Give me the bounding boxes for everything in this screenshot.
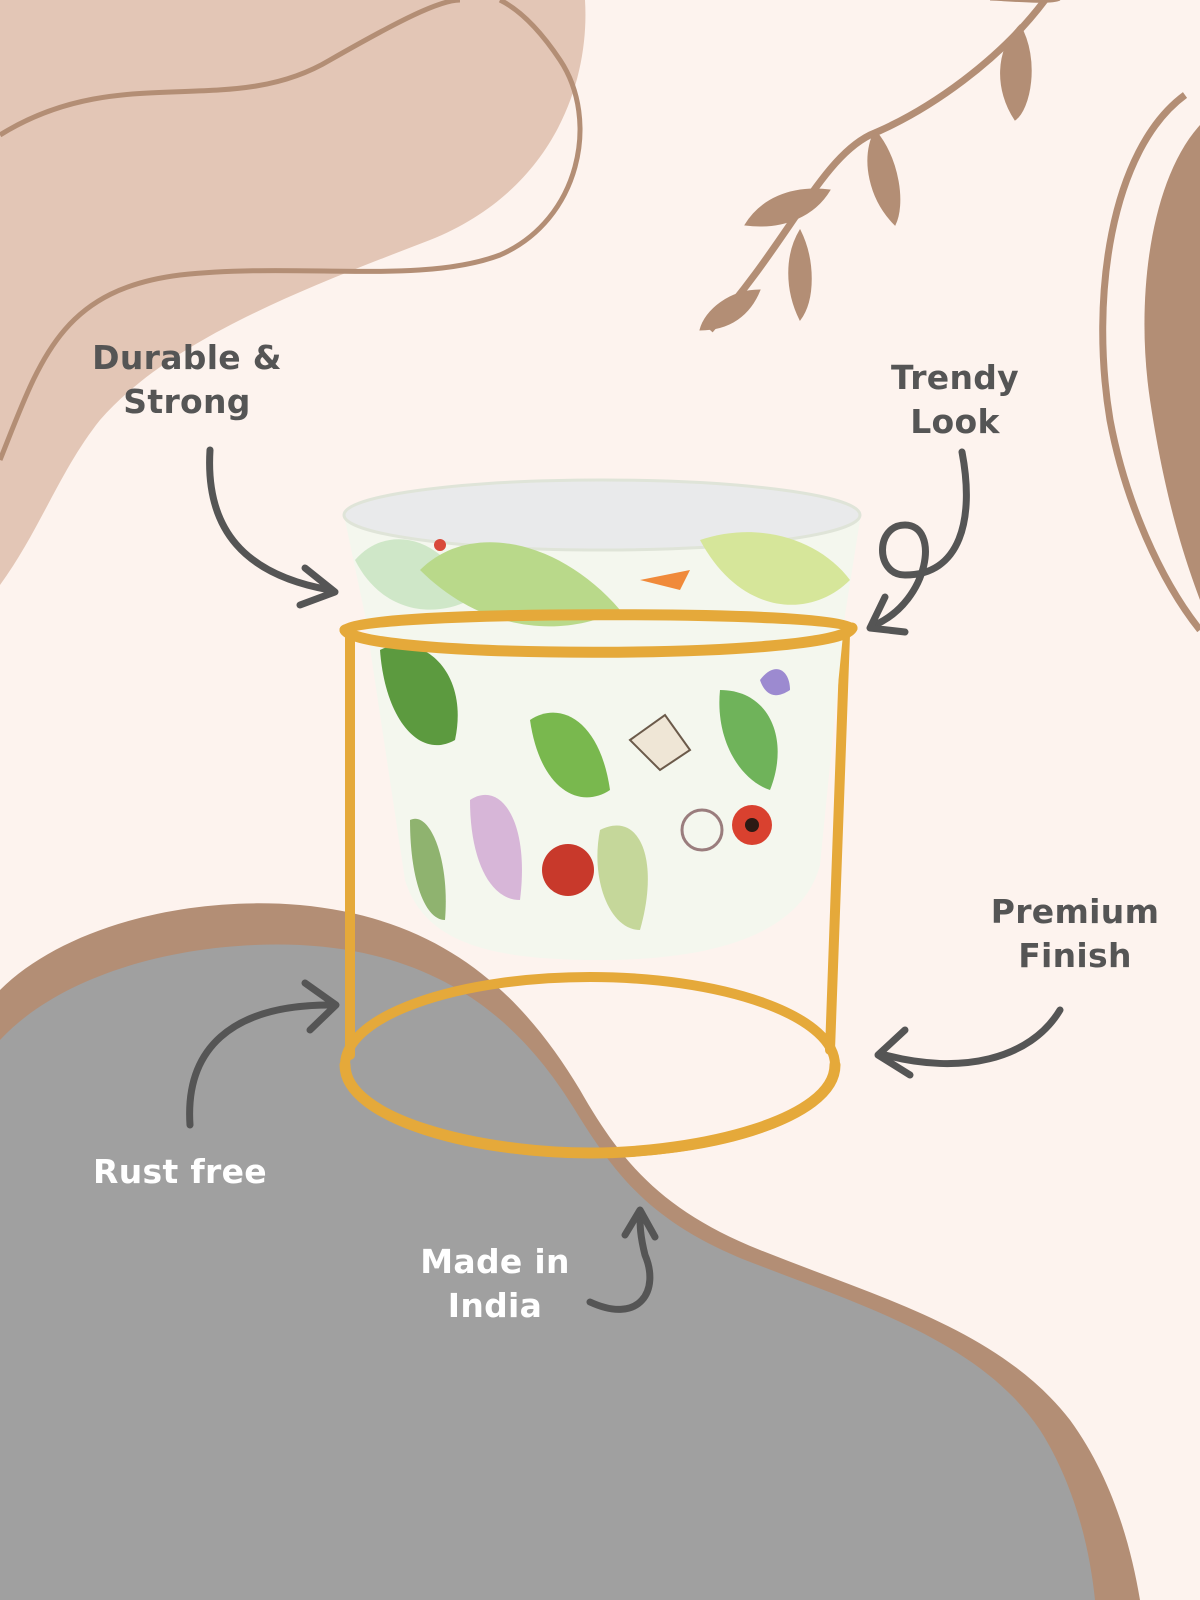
feature-made-in-line-1: Made in <box>420 1242 570 1281</box>
wavy-line-1 <box>0 0 461 138</box>
gray-floor <box>0 944 1095 1600</box>
feature-premium-line-2: Finish <box>1018 936 1132 975</box>
feature-trendy-line-2: Look <box>910 402 1000 441</box>
wavy-line-2 <box>0 0 583 461</box>
planter-stand-front <box>339 609 858 1159</box>
top-left-blob <box>0 0 586 585</box>
curved-arrow-icon <box>874 1006 1064 1079</box>
leaf-branch-icon <box>699 0 1061 333</box>
feature-durable: Durable & Strong <box>62 336 312 424</box>
feature-made-in-india: Made in India <box>400 1240 590 1328</box>
feature-made-in-line-2: India <box>447 1286 543 1325</box>
feature-premium: Premium Finish <box>960 890 1190 978</box>
right-arc-line <box>1099 92 1200 633</box>
feature-durable-line-2: Strong <box>123 382 251 421</box>
curved-arrow-icon <box>206 446 339 609</box>
curved-arrow-icon <box>186 979 340 1129</box>
feature-trendy: Trendy Look <box>840 356 1070 444</box>
feature-rust-free: Rust free <box>60 1150 300 1194</box>
feature-premium-line-1: Premium <box>990 892 1160 931</box>
feature-rust-free-text: Rust free <box>93 1152 267 1191</box>
curved-arrow-icon <box>866 448 970 636</box>
feature-durable-line-1: Durable & <box>92 338 282 377</box>
curved-arrow-icon <box>586 1206 659 1313</box>
right-arc-fill <box>1144 125 1200 600</box>
planter-pot <box>342 478 862 960</box>
feature-trendy-line-1: Trendy <box>891 358 1019 397</box>
